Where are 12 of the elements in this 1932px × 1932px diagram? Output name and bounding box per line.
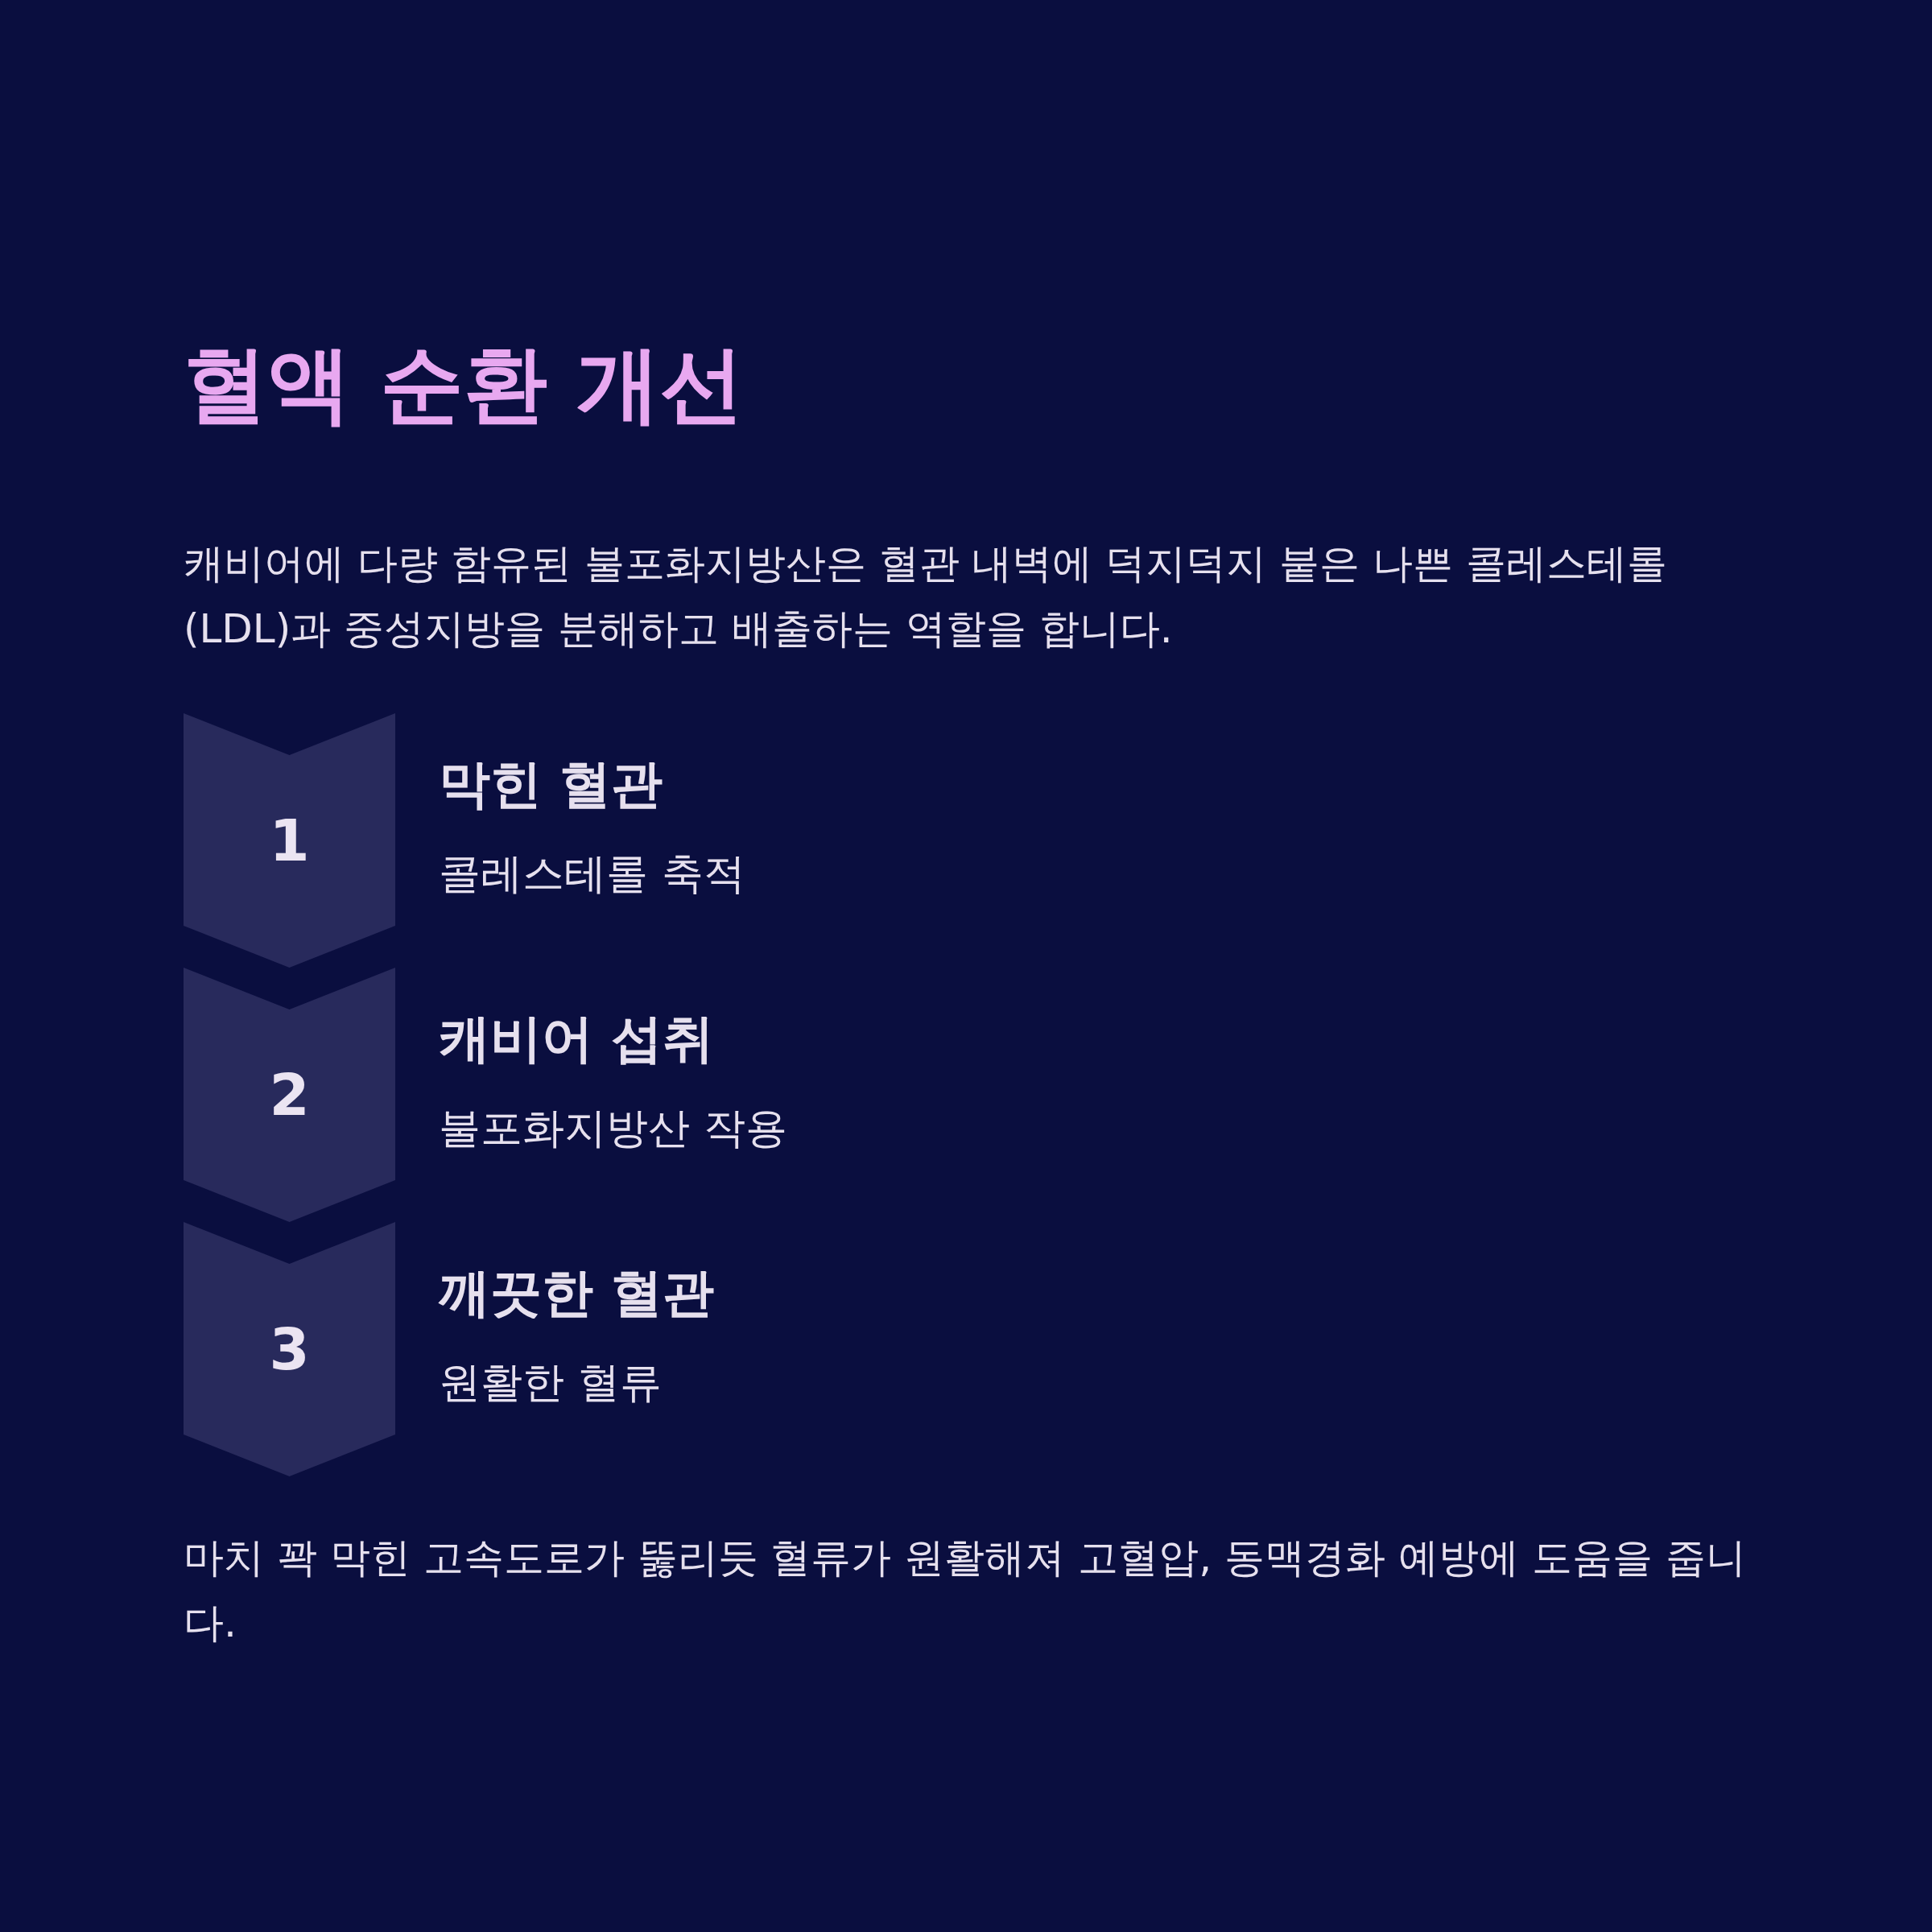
step-number: 2	[269, 1061, 310, 1129]
step-description: 콜레스테롤 축적	[439, 848, 745, 899]
step-description: 원활한 혈류	[439, 1357, 662, 1408]
title: 혈액 순환 개선	[184, 334, 745, 435]
step-heading: 막힌 혈관	[439, 753, 663, 815]
closing-paragraph: 마치 꽉 막힌 고속도로가 뚫리듯 혈류가 원활해져 고혈압, 동맥경화 예방에 도움을 줍니다.	[184, 1534, 1747, 1648]
step-description: 불포화지방산 작용	[439, 1103, 787, 1154]
step-number: 1	[269, 807, 310, 874]
step-heading: 깨끗한 혈관	[439, 1262, 715, 1324]
step-number: 3	[269, 1315, 310, 1383]
intro-paragraph: 캐비어에 다량 함유된 불포화지방산은 혈관 내벽에 덕지덕지 붙은 나쁜 콜레스테롤(LDL)과 중성지방을 분해하고 배출하는 역할을 합니다.	[184, 539, 1669, 654]
step-heading: 캐비어 섭취	[439, 1008, 715, 1070]
